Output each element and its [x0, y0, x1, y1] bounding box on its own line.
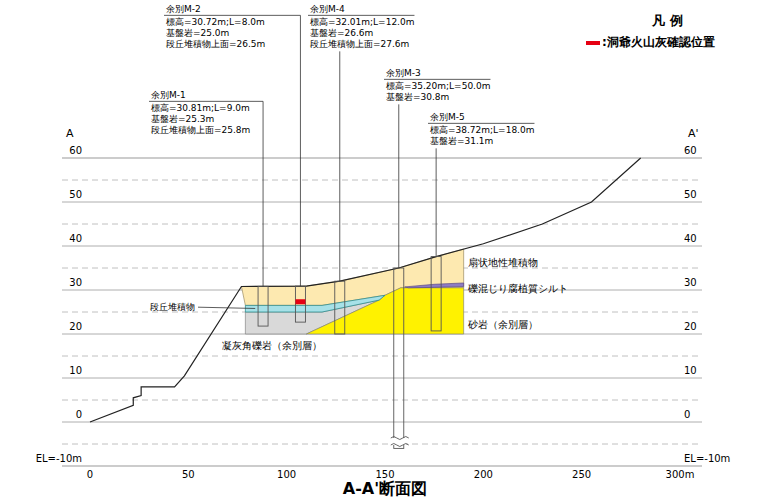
- borehole-name: 余別M-1: [151, 90, 186, 100]
- elevation-label: 30: [69, 277, 82, 289]
- section-end-mark: A: [66, 128, 74, 141]
- callout-underline: [428, 123, 534, 124]
- layer-name: 扇状地性堆積物: [468, 257, 538, 269]
- grid-dashed-line: [62, 180, 702, 181]
- grid-dashed-line: [62, 224, 702, 225]
- borehole-data: 基盤岩=30.8m: [386, 92, 449, 102]
- break-wave: [391, 444, 409, 447]
- borehole-data: 段丘堆積物上面=26.5m: [166, 39, 265, 49]
- boreholes: [258, 257, 441, 449]
- break-wave: [391, 437, 409, 440]
- borehole-name: 余別M-3: [386, 68, 421, 78]
- layer-name: 段丘堆積物: [150, 302, 195, 312]
- humic-silt-layer: [405, 283, 464, 288]
- tephra-marker: [295, 299, 305, 304]
- borehole-name: 余別M-4: [310, 4, 345, 14]
- grid-line: [62, 246, 702, 247]
- elevation-label: 10: [69, 365, 82, 377]
- grid-dashed-line: [62, 400, 702, 401]
- elevation-label: 30: [684, 277, 697, 289]
- elevation-label: 20: [69, 321, 82, 333]
- distance-label: 200: [474, 469, 493, 481]
- section-end-mark: A': [688, 128, 699, 141]
- sandstone-layer: [306, 288, 463, 334]
- distance-label: 250: [572, 469, 591, 481]
- borehole-data: 基盤岩=25.0m: [166, 28, 229, 38]
- elevation-label: 10: [684, 365, 697, 377]
- callout-leader: [339, 51, 340, 281]
- borehole-data: 標高=35.20m;L=50.0m: [386, 81, 490, 91]
- figure-caption: A-A'断面図: [343, 480, 427, 498]
- elevation-label: 0: [76, 409, 82, 421]
- terrace-deposit-layer: [245, 295, 385, 312]
- elevation-label: 60: [69, 145, 82, 157]
- borehole-data: 段丘堆積物上面=27.6m: [310, 39, 409, 49]
- grid-dashed-line: [62, 268, 702, 269]
- borehole: [335, 281, 345, 334]
- callout-leader: [263, 101, 264, 286]
- borehole-data: 基盤岩=26.6m: [310, 28, 373, 38]
- borehole-data: 標高=32.01m;L=12.0m: [310, 17, 414, 27]
- elevation-label: 50: [69, 189, 82, 201]
- borehole: [258, 286, 268, 326]
- callout-underline: [149, 101, 263, 102]
- grid-dashed-line: [62, 356, 702, 357]
- grid: [62, 158, 702, 466]
- elevation-label: 60: [684, 145, 697, 157]
- elevation-label: 50: [684, 189, 697, 201]
- borehole-data: 基盤岩=25.3m: [151, 114, 214, 124]
- borehole-data: 標高=30.72m;L=8.0m: [166, 17, 265, 27]
- distance-label: 0: [87, 469, 93, 481]
- borehole-data: 標高=38.72m;L=18.0m: [430, 125, 534, 135]
- callout-underline: [308, 15, 414, 16]
- callout-underline: [384, 79, 490, 80]
- legend-swatch: [586, 41, 600, 45]
- distance-label: 50: [182, 469, 195, 481]
- elevation-label: EL=-10m: [36, 453, 82, 465]
- elevation-label: EL=-10m: [684, 453, 730, 465]
- grid-line: [62, 465, 702, 466]
- legend-text: :洞爺火山灰確認位置: [602, 34, 715, 51]
- distance-label: 100: [277, 469, 296, 481]
- geology: [90, 158, 641, 422]
- borehole-data: 基盤岩=31.1m: [430, 136, 493, 146]
- layer-name: 礫混じり腐植質シルト: [468, 283, 568, 295]
- elevation-label: 0: [684, 409, 690, 421]
- callout-underline: [164, 15, 300, 16]
- layer-name: 砂岩（余別層）: [468, 319, 538, 331]
- layer-leader: [198, 307, 255, 308]
- distance-label: 150: [375, 469, 394, 481]
- grid-line: [62, 157, 702, 158]
- callout-leader: [398, 104, 399, 268]
- elevation-label: 40: [684, 233, 697, 245]
- borehole-name: 余別M-2: [166, 4, 201, 14]
- elevation-label: 20: [684, 321, 697, 333]
- borehole-name: 余別M-5: [430, 112, 465, 122]
- grid-line: [62, 422, 702, 423]
- grid-line: [62, 378, 702, 379]
- ground-surface: [90, 158, 641, 422]
- distance-label: 300m: [666, 469, 695, 481]
- legend-heading: 凡 例: [652, 14, 683, 29]
- borehole-data: 段丘堆積物上面=25.8m: [151, 125, 250, 135]
- borehole: [394, 268, 404, 448]
- layer-name: 凝灰角礫岩（余別層）: [222, 340, 322, 352]
- callout-leader: [300, 15, 301, 286]
- callout-leader: [436, 148, 437, 256]
- grid-dashed-line: [62, 444, 702, 445]
- elevation-label: 40: [69, 233, 82, 245]
- legend-entry: :洞爺火山灰確認位置: [586, 34, 715, 51]
- borehole: [431, 257, 441, 331]
- borehole-data: 標高=30.81m;L=9.0m: [151, 103, 250, 113]
- grid-line: [62, 202, 702, 203]
- borehole: [295, 286, 305, 322]
